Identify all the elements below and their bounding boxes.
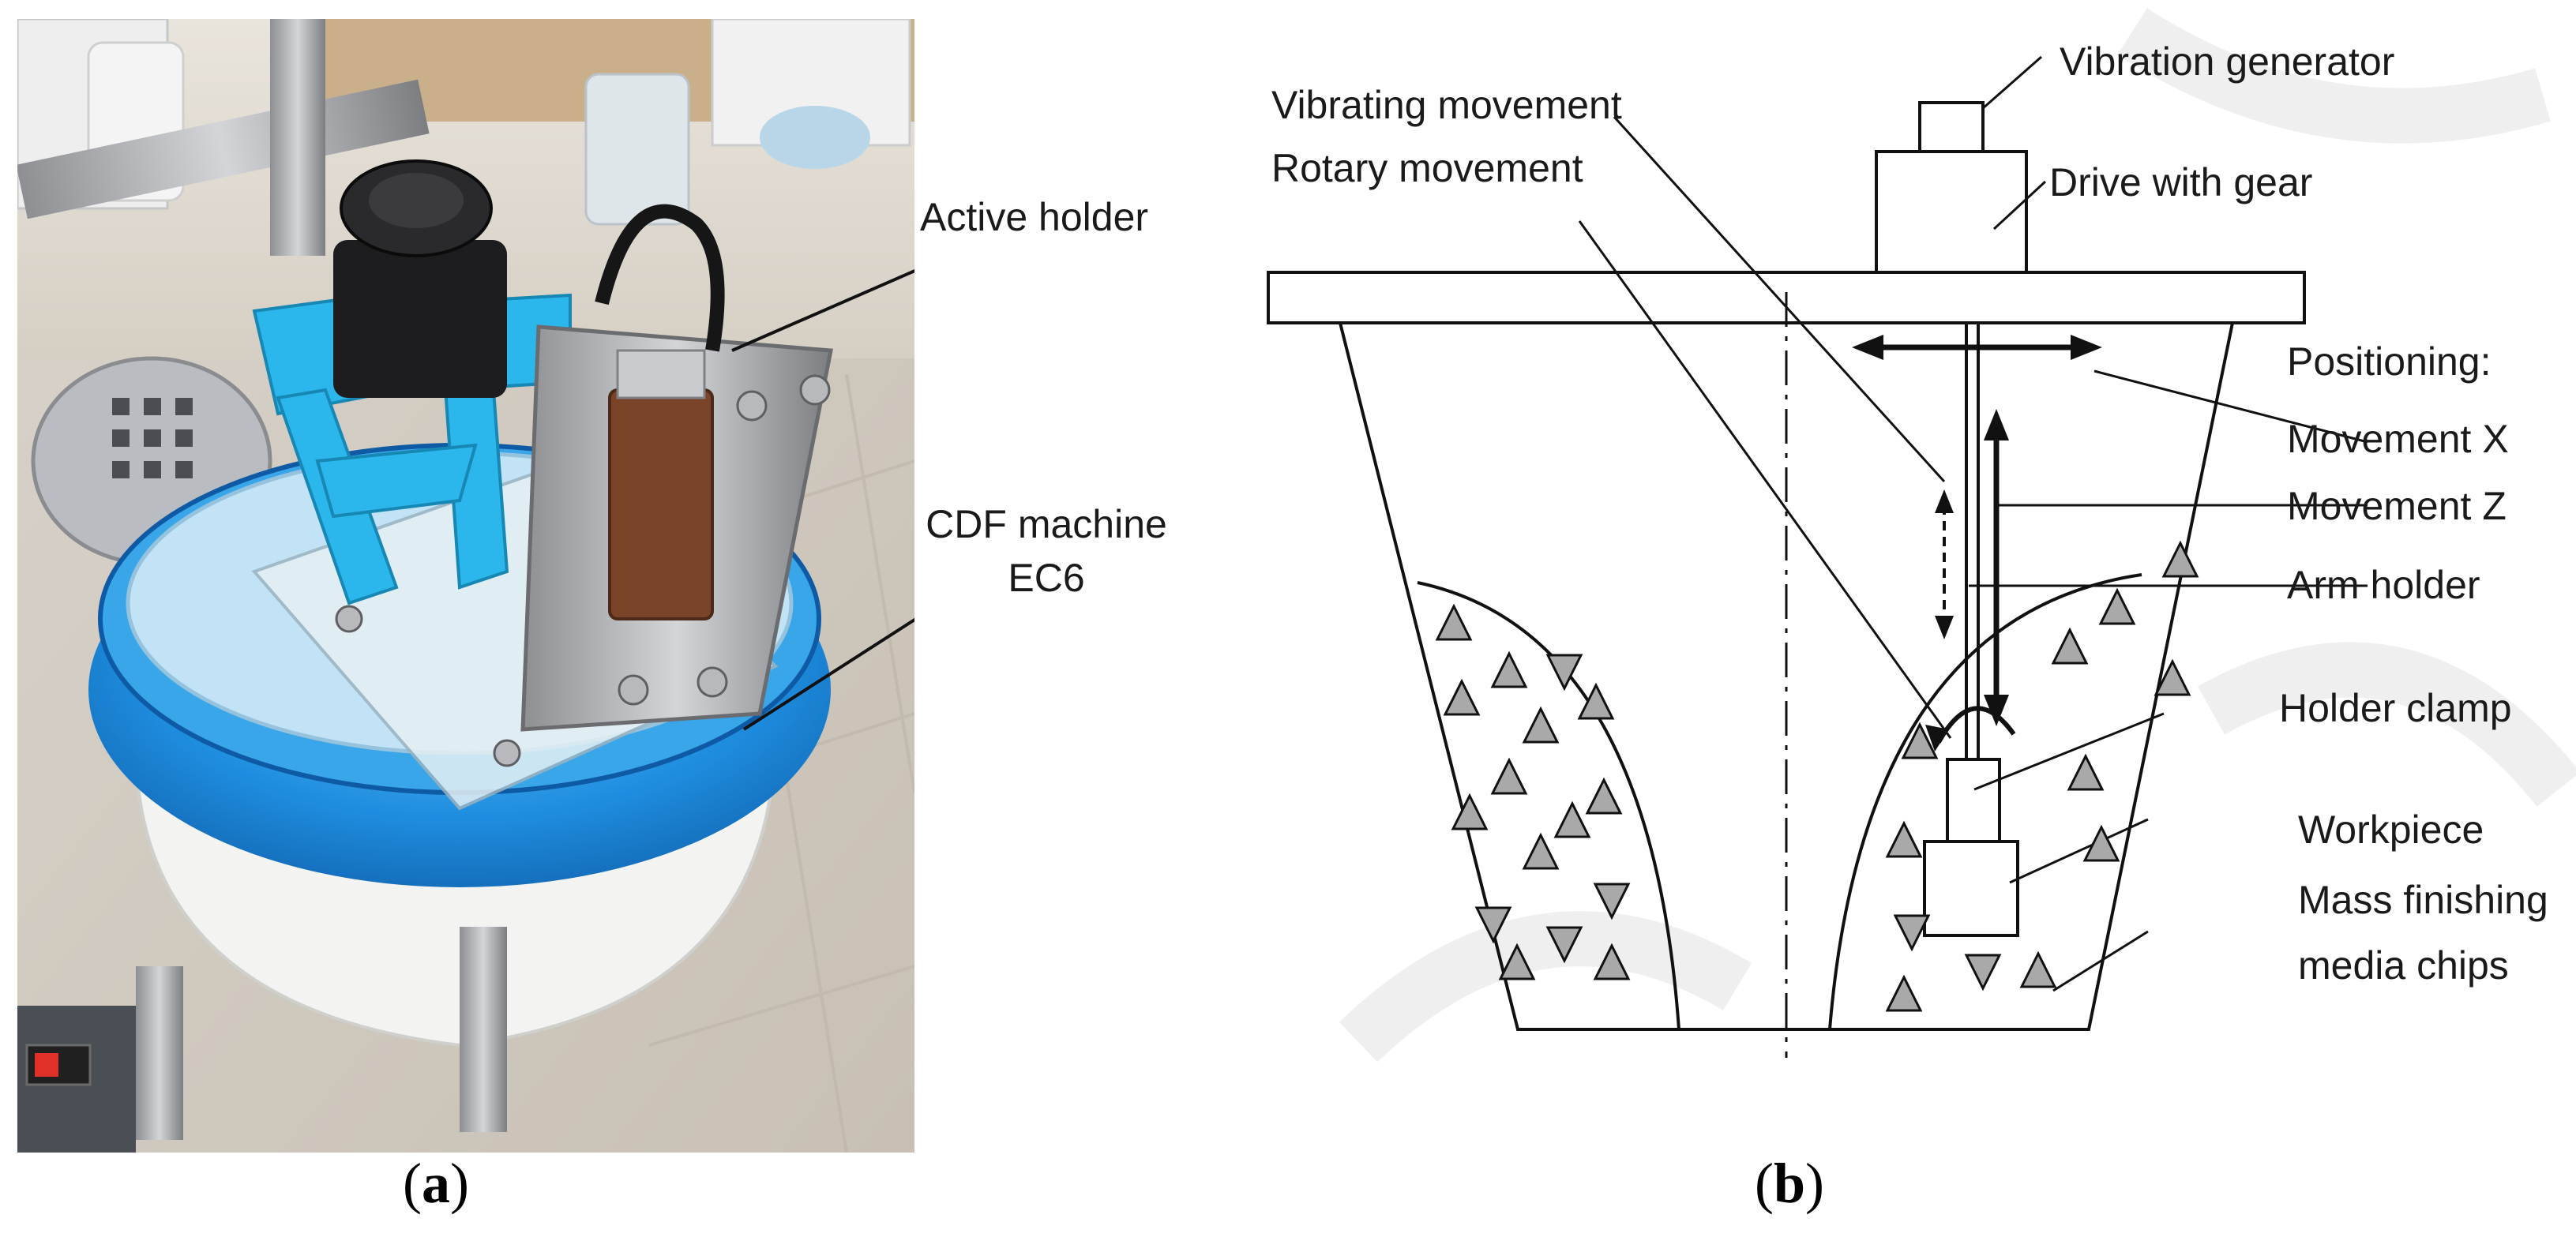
cdf-machine-label: CDF machine EC6 — [916, 501, 1177, 601]
vibration-generator-label: Vibration generator — [2060, 39, 2394, 84]
container-outline — [1339, 322, 2234, 1031]
media-label-line2: media chips — [2298, 943, 2509, 988]
schematic-diagram: Vibration generator Vibrating movement R… — [1264, 0, 2576, 1105]
movement-x-arrow — [1852, 335, 2102, 360]
rotary-arrow — [1925, 706, 2016, 752]
movement-z-label: Movement Z — [2287, 484, 2507, 528]
schematic-drawing: Vibration generator Vibrating movement R… — [1267, 8, 2576, 1063]
workpiece — [1923, 840, 2019, 937]
cdf-machine-label-line2: EC6 — [1008, 556, 1085, 600]
cdf-machine-photo — [17, 19, 914, 1153]
caption-a-letter: a — [421, 1152, 450, 1215]
media-boundary-right — [1828, 573, 2142, 1030]
holder-clamp-label: Holder clamp — [2279, 686, 2512, 730]
active-holder-label: Active holder — [920, 195, 1149, 239]
drive-with-gear-label: Drive with gear — [2049, 160, 2312, 204]
drive-with-gear — [1875, 150, 2028, 274]
caption-b-letter: b — [1773, 1152, 1806, 1215]
caption-b: (b) — [1755, 1151, 1824, 1216]
media-chips — [1435, 540, 2199, 1012]
caption-a-open: ( — [403, 1152, 422, 1215]
arm-holder-label: Arm holder — [2287, 563, 2480, 607]
movement-z-arrow — [1984, 409, 2009, 726]
vibrating-arrow — [1935, 489, 1954, 639]
media-label-line1: Mass finishing — [2298, 878, 2548, 922]
positioning-label: Positioning: — [2287, 339, 2492, 384]
rotary-movement-label: Rotary movement — [1271, 146, 1583, 190]
movement-x-label: Movement X — [2287, 417, 2509, 461]
caption-a: (a) — [403, 1151, 469, 1216]
caption-b-close: ) — [1805, 1152, 1825, 1215]
vibration-generator — [1918, 101, 1985, 153]
caption-a-close: ) — [449, 1152, 469, 1215]
photo-illustration — [17, 19, 914, 1153]
vibrating-movement-label: Vibrating movement — [1271, 83, 1622, 127]
cdf-machine-label-line1: CDF machine — [926, 502, 1167, 546]
workpiece-label: Workpiece — [2298, 808, 2484, 852]
caption-b-open: ( — [1755, 1152, 1774, 1215]
